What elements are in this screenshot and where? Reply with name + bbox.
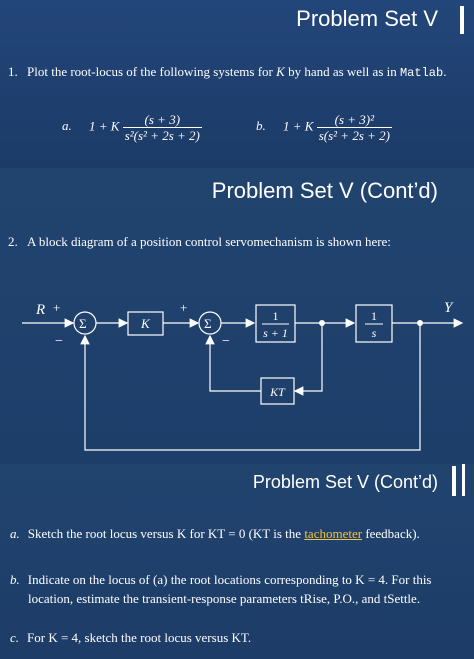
integrator-denominator: s — [372, 326, 377, 340]
block-diagram: R + − Σ K + − Σ 1 s + 1 1 s KT Y — [22, 300, 464, 451]
question-a-label: a. — [10, 526, 20, 541]
slide-problem-set-v-contd-1: Problem Set V (Cont’d) 2. A block diagra… — [0, 168, 474, 464]
slide-title: Problem Set V (Cont’d) — [252, 472, 438, 492]
system-b-lhs: 1 + K — [283, 118, 314, 134]
input-label-r: R — [35, 302, 45, 318]
question-b-label: b. — [10, 572, 20, 587]
question-b: b. Indicate on the locus of (a) the root … — [10, 570, 432, 608]
problem-2-text: 2. A block diagram of a position control… — [8, 234, 391, 250]
question-a-text-pre: Sketch the root locus versus K for KT = … — [27, 526, 305, 541]
output-label-y: Y — [444, 300, 454, 316]
gain-k-label: K — [140, 316, 151, 331]
system-a-lhs: 1 + K — [89, 118, 120, 134]
system-a-fraction: (s + 3) s²(s² + 2s + 2) — [122, 112, 202, 143]
system-b-label: b. — [256, 118, 266, 134]
tf1-numerator: 1 — [273, 309, 279, 323]
slide-title: Problem Set V (Cont’d) — [211, 178, 438, 203]
system-b-fraction: (s + 3)² s(s² + 2s + 2) — [316, 112, 392, 143]
sum1-plus-sign: + — [53, 300, 60, 315]
problem-1-text: 1. Plot the root-locus of the following … — [8, 64, 446, 80]
pickoff-point-outer — [417, 320, 423, 326]
question-c-label: c. — [10, 630, 20, 645]
item-number: 2. — [8, 234, 18, 249]
sum2-sigma: Σ — [204, 316, 212, 331]
title-accent-bar — [460, 6, 464, 34]
tf1-denominator: s + 1 — [263, 326, 288, 340]
system-a-denominator: s²(s² + 2s + 2) — [124, 128, 200, 143]
question-b-line-1: Indicate on the locus of (a) the root lo… — [27, 572, 432, 587]
slide-title: Problem Set V — [296, 6, 438, 31]
integrator-numerator: 1 — [371, 309, 377, 323]
system-a: a. 1 + K (s + 3) s²(s² + 2s + 2) — [62, 112, 202, 143]
question-c: c. For K = 4, sketch the root locus versu… — [10, 630, 251, 646]
tachometer-label: KT — [269, 385, 286, 399]
sum1-sigma: Σ — [79, 316, 87, 331]
item-text-pre: Plot the root-locus of the following sys… — [27, 64, 277, 79]
pickoff-point-inner — [319, 320, 325, 326]
title-accent-bar-1 — [452, 466, 456, 496]
item-var-k: K — [276, 64, 285, 79]
slide-problem-set-v: Problem Set V 1. Plot the root-locus of … — [0, 0, 474, 168]
inner-feedback-line-left — [205, 334, 261, 392]
title-accent-bar-2 — [462, 464, 465, 496]
inner-feedback-line-right — [293, 323, 323, 396]
system-a-numerator: (s + 3) — [122, 112, 202, 128]
question-a: a. Sketch the root locus versus K for KT … — [10, 526, 420, 542]
system-a-label: a. — [62, 118, 72, 134]
question-a-text-post: feedback). — [362, 526, 420, 541]
matlab-code: Matlab — [399, 66, 444, 80]
item-text: A block diagram of a position control se… — [27, 234, 391, 249]
question-b-line-2: location, estimate the transient-respons… — [28, 591, 421, 606]
sum1-minus-sign: − — [55, 334, 63, 349]
sum2-plus-sign: + — [180, 300, 187, 315]
item-text-end: . — [443, 64, 447, 79]
item-number: 1. — [8, 64, 18, 79]
question-c-text: For K = 4, sketch the root locus versus … — [27, 630, 252, 645]
outer-feedback-line — [80, 323, 421, 451]
system-b: b. 1 + K (s + 3)² s(s² + 2s + 2) — [256, 112, 392, 143]
system-b-numerator: (s + 3)² — [316, 112, 392, 128]
system-b-denominator: s(s² + 2s + 2) — [318, 128, 390, 143]
sum2-minus-sign: − — [222, 334, 230, 349]
slide-problem-set-v-contd-2: Problem Set V (Cont’d) a. Sketch the root… — [0, 464, 474, 659]
item-text-mid: by hand as well as in — [284, 64, 400, 79]
tachometer-link[interactable]: tachometer — [304, 526, 363, 541]
